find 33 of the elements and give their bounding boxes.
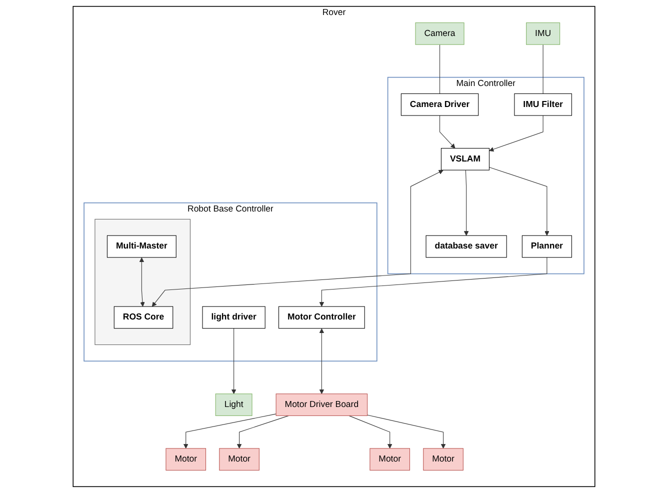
arrow xyxy=(139,257,145,307)
arrow xyxy=(152,170,444,307)
arrow xyxy=(319,328,324,394)
node-box: IMU Filter xyxy=(514,93,572,116)
node-box: Light xyxy=(215,394,252,416)
node-box: database saver xyxy=(426,235,507,258)
arrow xyxy=(489,115,544,152)
arrow xyxy=(236,415,289,449)
node-box: Camera Driver xyxy=(400,93,479,116)
node-box: Camera xyxy=(415,22,464,45)
arrow xyxy=(439,115,456,148)
arrow xyxy=(348,415,392,449)
arrow xyxy=(367,414,446,449)
connector xyxy=(542,44,544,94)
node-box: light driver xyxy=(202,306,266,329)
node-box: Motor Controller xyxy=(278,306,365,329)
node-box: Planner xyxy=(522,235,572,258)
cluster xyxy=(94,218,190,345)
node-box: Multi-Master xyxy=(106,235,176,258)
connector xyxy=(439,44,440,94)
node-box: Motor xyxy=(370,448,410,471)
node-box: ROS Core xyxy=(114,306,174,329)
node-box: Motor Driver Board xyxy=(276,394,368,416)
node-box: Motor xyxy=(219,448,260,471)
arrow xyxy=(464,170,469,236)
node-box: Motor xyxy=(423,448,464,471)
arrow xyxy=(319,257,548,307)
node-box: Motor xyxy=(166,448,206,471)
arrow xyxy=(488,166,550,236)
arrow xyxy=(231,328,236,394)
arrow xyxy=(183,414,276,449)
node-box: IMU xyxy=(526,22,560,45)
node-box: VSLAM xyxy=(440,148,490,170)
